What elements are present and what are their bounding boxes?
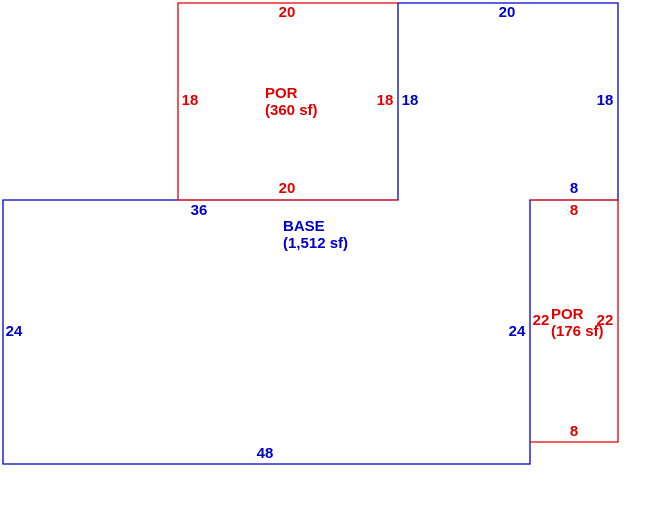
porch-top-dim-right: 18 — [377, 92, 394, 109]
porch-right-dim-bottom: 8 — [570, 423, 578, 440]
base-dim-bottom: 48 — [257, 445, 274, 462]
porch-top-label: POR — [265, 85, 298, 102]
base-dim-inner-right: 24 — [509, 323, 526, 340]
porch-top-dim-left: 18 — [182, 92, 199, 109]
porch-top-area: (360 sf) — [265, 102, 318, 119]
porch-top-dim-top: 20 — [279, 4, 296, 21]
porch-right-dim-left: 22 — [533, 312, 550, 329]
porch-right-area: (176 sf) — [551, 323, 604, 340]
porch-right-dim-top: 8 — [570, 202, 578, 219]
porch-right-outline — [530, 199, 619, 443]
base-dim-upper-left: 18 — [402, 92, 419, 109]
base-dim-left: 24 — [6, 323, 23, 340]
porch-right-dim-right: 22 — [597, 312, 614, 329]
base-dim-notch: 8 — [570, 180, 578, 197]
porch-top-outline — [177, 2, 398, 201]
porch-top-dim-bottom: 20 — [279, 180, 296, 197]
base-area: (1,512 sf) — [283, 235, 348, 252]
base-dim-top-right: 20 — [499, 4, 516, 21]
base-label: BASE — [283, 218, 325, 235]
base-dim-upper-right: 18 — [597, 92, 614, 109]
porch-right-label: POR — [551, 306, 584, 323]
base-dim-mid-top: 36 — [191, 202, 208, 219]
